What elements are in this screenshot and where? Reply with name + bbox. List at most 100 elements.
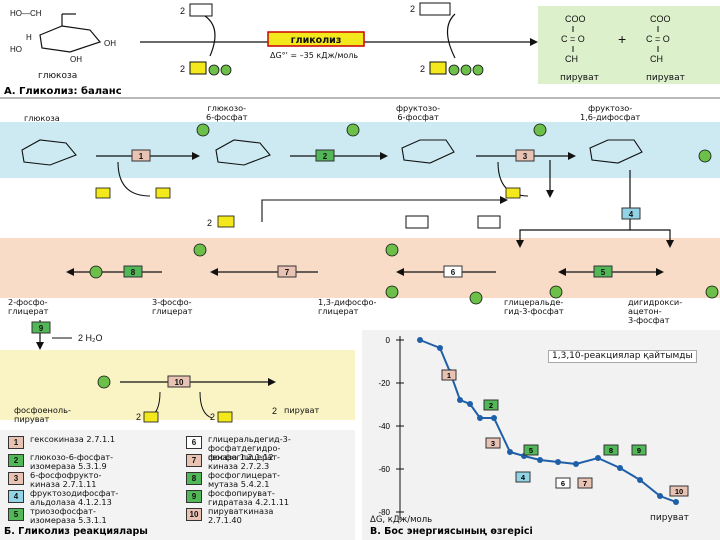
atp-symbol xyxy=(429,61,447,75)
svg-text:COO: COO xyxy=(565,14,586,24)
energy-node xyxy=(491,415,497,421)
svg-text:CH: CH xyxy=(650,54,663,64)
energy-step-box xyxy=(603,444,619,456)
pep-row: 9 2 H₂O 10 2 2 2 xyxy=(31,320,277,423)
coef-2: 2 xyxy=(136,412,141,422)
energy-node xyxy=(573,461,579,467)
glycolysis-process-box xyxy=(267,31,365,47)
label-2pg: 2-фосфо- глицерат xyxy=(8,297,49,316)
adp-arrow xyxy=(204,15,216,57)
arrowhead xyxy=(380,152,388,160)
energy-node xyxy=(537,457,543,463)
phosphate-icon xyxy=(208,64,220,76)
key-step-1-name: гексокиназа 2.7.1.1 xyxy=(30,434,116,444)
water-label: 2 H₂O xyxy=(78,333,103,343)
atp-symbol xyxy=(217,411,233,423)
step-2-label: 2 xyxy=(323,152,328,161)
energy-step-label: 4 xyxy=(521,473,526,482)
pyruvate-structure-1: COO C = O CH пируват xyxy=(560,14,599,83)
step-7-box xyxy=(277,265,297,278)
hexose-rings xyxy=(21,139,643,166)
step-6-box xyxy=(443,265,463,278)
energy-step-box xyxy=(555,477,571,489)
atp-symbol xyxy=(505,187,521,199)
atp-symbol xyxy=(217,215,235,228)
arrowhead xyxy=(656,268,664,276)
energy-step-box xyxy=(515,471,531,483)
adp-symbol xyxy=(143,411,159,423)
coef-adp: 2 xyxy=(180,6,185,16)
glucose-oh-label-2: OH xyxy=(70,55,82,64)
arrowhead xyxy=(66,268,74,276)
nad-symbol xyxy=(189,3,213,17)
step-5-box xyxy=(593,265,613,278)
step-9-label: 9 xyxy=(39,324,44,333)
arrowhead xyxy=(558,268,566,276)
energy-step-label: 5 xyxy=(529,446,533,455)
key-step-7-name: фосфоглицерат- киназа 2.7.2.3 xyxy=(208,452,280,471)
energy-node xyxy=(657,493,663,499)
key-step-7-box: 7 xyxy=(186,454,202,467)
aldolase-to-gap xyxy=(519,219,631,240)
step-4-box xyxy=(621,207,641,220)
key-step-1-box: 1 xyxy=(8,436,24,449)
nadh-arrow xyxy=(446,13,456,59)
nad-symbol xyxy=(405,215,429,229)
label-glucose: глюкоза xyxy=(24,113,60,123)
process-label: гликолиз xyxy=(291,35,342,46)
pyruvate-label: пируват xyxy=(560,73,599,83)
reversible-note: 1,3,10-реакциялар қайтымды xyxy=(548,350,697,363)
y-tick-label: -20 xyxy=(378,379,390,388)
energy-axis-label: ΔG, кДж/моль xyxy=(370,515,433,525)
key-step-5-name: триозофосфат- изомераза 5.3.1.1 xyxy=(30,506,107,525)
energy-panel-bg xyxy=(362,330,720,540)
label-g6p: глюкозо- 6-фосфат xyxy=(206,103,248,122)
arrowhead xyxy=(36,342,44,350)
arrowhead xyxy=(666,240,674,248)
phosphate-icon xyxy=(448,64,460,76)
triose-row: 8 7 6 5 xyxy=(66,243,719,305)
energy-step-label: 10 xyxy=(675,487,683,496)
step-9-box xyxy=(31,321,51,334)
key-step-10-name: пируваткиназа 2.7.1.40 xyxy=(208,506,274,525)
energy-step-box xyxy=(669,485,689,497)
energy-step-label: 1 xyxy=(447,371,451,380)
glucose-ho-ch2: HO—CH xyxy=(10,9,42,18)
key-step-3-box: 3 xyxy=(8,472,24,485)
y-tick-label: -60 xyxy=(378,465,390,474)
key-step-2-name: глюкозо-6-фосфат- изомераза 5.3.1.9 xyxy=(30,452,114,471)
key-step-4-name: фруктозодифосфат- альдолаза 4.1.2.13 xyxy=(30,488,119,507)
pi-icon xyxy=(469,291,483,305)
phosphate-icon xyxy=(385,285,399,299)
atp-symbol xyxy=(95,187,111,199)
adp-symbol xyxy=(155,187,171,199)
arrowhead xyxy=(500,196,508,204)
y-tick-label: -80 xyxy=(378,508,390,517)
label-pyruvate: пируват xyxy=(284,405,320,415)
label-f6p: фруктозо- 6-фосфат xyxy=(396,103,441,122)
step-8-box xyxy=(123,265,143,278)
energy-node xyxy=(457,397,463,403)
y-ticks: 0-20-40-60-80 xyxy=(378,336,404,517)
coef-nad: 2 xyxy=(410,4,415,14)
phosphate-icon xyxy=(705,285,719,299)
key-step-3-name: 6-фосфофрукто- киназа 2.7.1.11 xyxy=(30,470,102,489)
key-step-9-name: фосфопируват- гидратаза 4.2.1.11 xyxy=(208,488,290,507)
energy-step-box xyxy=(577,477,593,489)
step-7-label: 7 xyxy=(285,268,290,277)
phosphate-icon xyxy=(193,243,207,257)
energy-step-label: 2 xyxy=(489,401,493,410)
svg-text:C = O: C = O xyxy=(561,34,585,44)
energy-node xyxy=(617,465,623,471)
energy-node xyxy=(637,477,643,483)
energy-node xyxy=(595,455,601,461)
key-step-8-name: фосфоглицерат- мутаза 5.4.2.1 xyxy=(208,470,280,489)
energy-node xyxy=(507,449,513,455)
arrowhead xyxy=(568,152,576,160)
label-3pg: 3-фосфо- глицерат xyxy=(152,297,193,316)
atp-consumption xyxy=(95,160,554,199)
phosphate-icon xyxy=(460,64,472,76)
adp-symbol xyxy=(189,61,207,75)
step-1-label: 1 xyxy=(139,152,144,161)
